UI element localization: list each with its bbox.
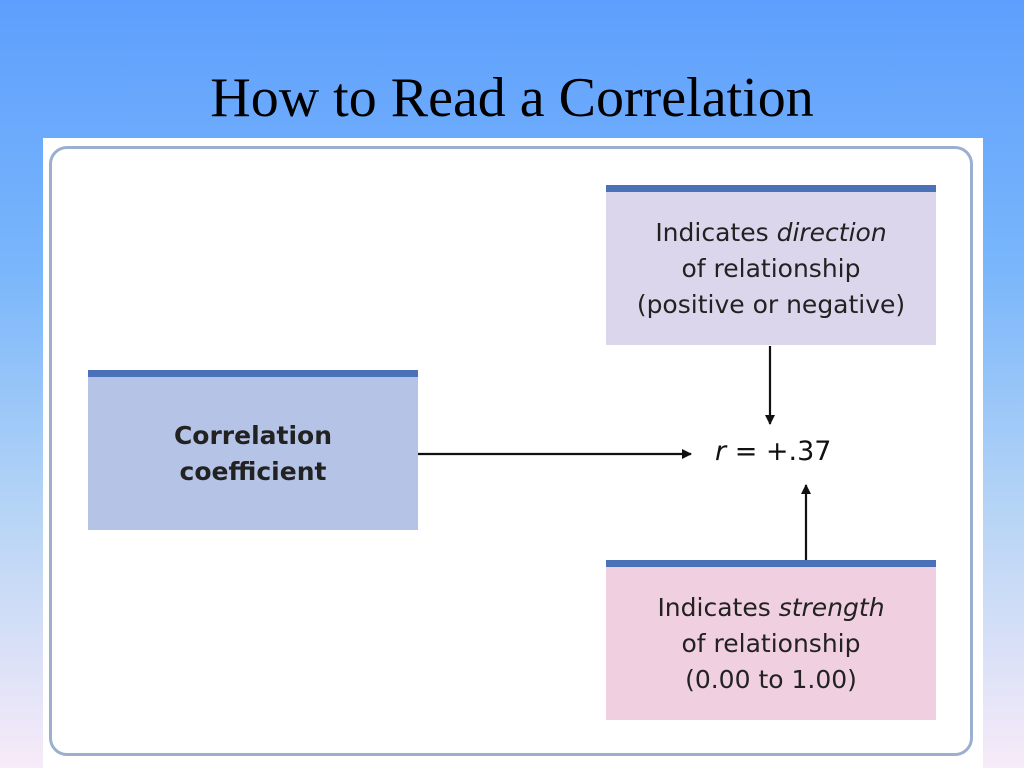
slide-title: How to Read a Correlation: [210, 67, 814, 129]
figure-frame: [49, 146, 973, 756]
strength-line-2: of relationship: [681, 628, 861, 658]
strength-emphasis: strength: [778, 592, 885, 622]
correlation-equation: r = +.37: [715, 435, 855, 469]
direction-line-2: of relationship: [681, 253, 861, 283]
direction-box: Indicates direction of relationship (pos…: [606, 185, 936, 345]
strength-line-1: Indicates strength: [657, 590, 884, 626]
strength-line-3: (0.00 to 1.00): [685, 664, 857, 694]
strength-prefix: Indicates: [657, 592, 779, 622]
connector-arrows: [418, 346, 811, 560]
strength-box: Indicates strength of relationship (0.00…: [606, 560, 936, 720]
equation-variable: r: [715, 436, 727, 467]
figure-panel: Correlation coefficient Indicates direct…: [43, 138, 983, 768]
direction-prefix: Indicates: [655, 217, 777, 247]
coefficient-line-1: Correlation: [173, 420, 333, 450]
correlation-coefficient-box: Correlation coefficient: [88, 370, 418, 530]
direction-line-3: (positive or negative): [636, 289, 906, 319]
direction-line-1: Indicates direction: [655, 215, 886, 251]
direction-emphasis: direction: [776, 217, 887, 247]
coefficient-line-2: coefficient: [179, 456, 327, 486]
equation-value: = +.37: [726, 436, 832, 467]
